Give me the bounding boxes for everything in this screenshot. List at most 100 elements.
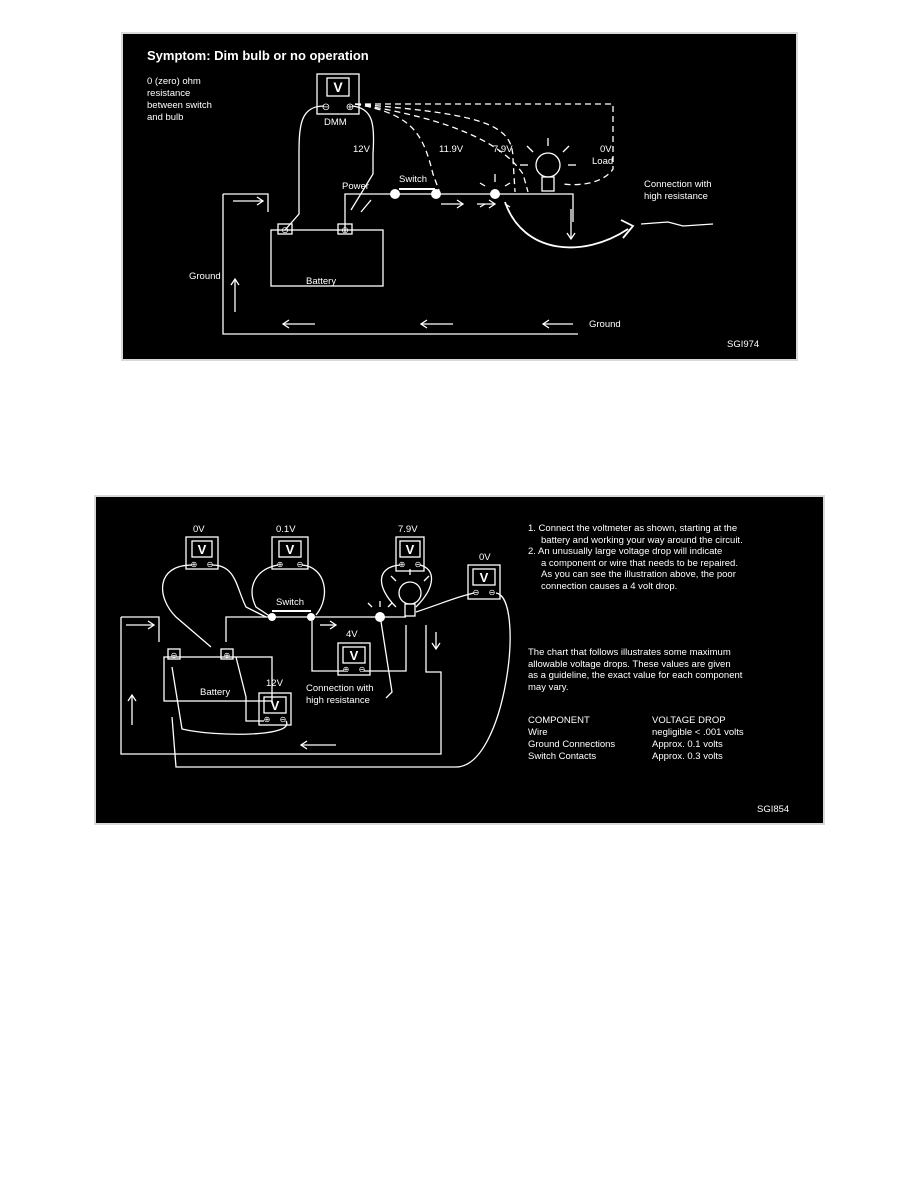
svg-text:⊕: ⊕: [277, 560, 284, 569]
dmm-display-glyph: V: [333, 79, 343, 95]
svg-text:⊕: ⊕: [343, 665, 350, 674]
table-row: Switch Contacts Approx. 0.3 volts: [528, 751, 723, 762]
reading-0v-right: 0V: [479, 552, 491, 563]
lead-7-9v-a: [380, 564, 401, 608]
lead-0-1v-b: [301, 564, 326, 616]
reading-0v: 0V: [600, 144, 612, 155]
callout-leader: [379, 614, 393, 699]
battery-pos-glyph: ⊕: [341, 225, 349, 235]
instruction-line-5: As you can see the illustration above, t…: [541, 569, 736, 581]
instruction-line-2: battery and working your way around the …: [541, 534, 743, 546]
meter-4v-glyph: V: [350, 648, 359, 663]
battery-neg-glyph: ⊖: [281, 225, 289, 235]
chart-intro-line-1: The chart that follows illustrates some …: [528, 647, 731, 658]
switch-contact-left: [268, 613, 276, 621]
battery-label: Battery: [200, 687, 231, 698]
lead-0v-a: [161, 564, 212, 648]
dmm-meter: [316, 73, 360, 115]
instruction-line-1: 1. Connect the voltmeter as shown, start…: [528, 523, 738, 534]
voltage-drop-table: COMPONENT VOLTAGE DROP Wire negligible <…: [528, 715, 744, 763]
battery-neg-terminal: [167, 648, 181, 660]
figure-voltage-drop-test: V V V V V V ⊕ ⊖ ⊕ ⊖ ⊕ ⊖ ⊖ ⊖ ⊕ ⊖ ⊕ ⊖ ⊖ ⊕ …: [94, 495, 825, 825]
chart-intro-line-4: may vary.: [528, 681, 569, 693]
wire-battery-neg-loop: [223, 193, 269, 212]
reading-4v: 4V: [346, 629, 358, 640]
lead-positive: [350, 105, 375, 211]
svg-text:⊕: ⊕: [264, 715, 271, 724]
lead-12v-b: [171, 666, 288, 735]
svg-text:⊖: ⊖: [489, 588, 496, 597]
svg-text:⊖: ⊖: [207, 560, 214, 569]
reading-12v: 12V: [353, 144, 370, 155]
lead-7-9v-b: [415, 564, 433, 608]
figure-title: Symptom: Dim bulb or no operation: [147, 48, 369, 63]
reading-11-9v: 11.9V: [439, 144, 464, 155]
meter-4v: [337, 642, 371, 676]
ground-label-bottom: Ground: [589, 319, 621, 330]
meter-0v-left: [185, 536, 219, 570]
meter-12v-glyph: V: [271, 698, 280, 713]
dashed-probe-leads: [354, 103, 614, 197]
wire-battery-neg: [121, 616, 160, 642]
wire-switch-bulb: [433, 193, 574, 222]
table-header-component: COMPONENT: [528, 715, 590, 726]
table-header-voltage-drop: VOLTAGE DROP: [652, 715, 726, 726]
callout-line-2: high resistance: [306, 695, 370, 706]
wire-battery-pos: [225, 616, 274, 642]
chart-intro-line-3: as a guideline, the exact value for each…: [528, 670, 743, 682]
bulb-rays: [520, 138, 576, 166]
meter-7-9v-glyph: V: [406, 542, 415, 557]
lead-0v-b: [211, 564, 267, 618]
battery-pos-terminal: [220, 648, 234, 660]
table-row: Ground Connections Approx. 0.1 volts: [528, 739, 723, 750]
battery-body: [270, 229, 384, 287]
dmm-display: [326, 77, 350, 97]
meter-0v-right: [467, 564, 501, 600]
figure-code: SGI974: [727, 339, 760, 350]
meter-0v-left-glyph: V: [198, 542, 207, 557]
lead-negative: [284, 105, 325, 231]
svg-text:⊖: ⊖: [359, 665, 366, 674]
switch-label: Switch: [276, 597, 304, 608]
high-resistance-point: [375, 612, 385, 622]
power-label: Power: [342, 181, 369, 192]
reading-7-9v: 7.9V: [398, 524, 418, 535]
high-resistance-point: [490, 189, 500, 199]
lead-4v-b: [364, 625, 407, 672]
reading-7-9v: 7.9V: [493, 144, 513, 155]
broken-wire: [640, 221, 714, 227]
spark-mark: [367, 601, 393, 608]
svg-text:⊖: ⊖: [297, 560, 304, 569]
lead-0v-ground: [171, 592, 511, 768]
dmm-plus-glyph: ⊕: [346, 102, 354, 113]
note-line-1: 0 (zero) ohm: [147, 76, 201, 87]
lead-4v-a: [311, 621, 344, 672]
bulb-glass: [535, 152, 561, 178]
callout-line-1: Connection with: [644, 179, 712, 190]
meter-0-1v-glyph: V: [286, 542, 295, 557]
note-line-3: between switch: [147, 100, 212, 111]
wire-power: [344, 193, 433, 232]
battery-neg-terminal: [277, 223, 293, 235]
meter-0v-right-glyph: V: [480, 570, 489, 585]
bulb-rays: [390, 569, 430, 582]
bulb-base: [541, 176, 555, 192]
note-line-4: and bulb: [147, 112, 184, 123]
dmm-label: DMM: [324, 117, 347, 128]
ground-label-left: Ground: [189, 271, 221, 282]
switch-contact-right: [431, 189, 441, 199]
dmm-minus-glyph: ⊖: [322, 102, 330, 113]
svg-text:⊕: ⊕: [191, 560, 198, 569]
chart-intro: The chart that follows illustrates some …: [528, 647, 742, 693]
lead-0v-right: [415, 592, 475, 613]
svg-text:⊖: ⊖: [473, 588, 480, 597]
battery-body: [163, 656, 273, 702]
switch-contact-left: [390, 189, 400, 199]
bulb-glass: [398, 581, 422, 605]
table-row: Wire negligible < .001 volts: [528, 727, 744, 738]
svg-text:⊕: ⊕: [399, 560, 406, 569]
reading-0-1v: 0.1V: [276, 524, 296, 535]
instruction-line-4: a component or wire that needs to be rep…: [541, 557, 738, 569]
switch-contact-right: [307, 613, 315, 621]
ground-wire-bottom: [222, 194, 578, 335]
